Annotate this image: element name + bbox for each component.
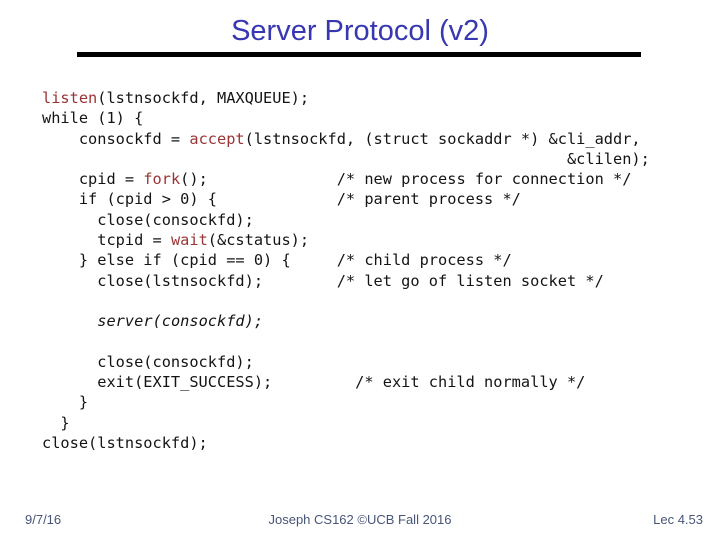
code-segment: } else if (cpid == 0) { /* child process… (42, 251, 512, 270)
code-segment: close(lstnsockfd); (42, 434, 208, 453)
code-line: cpid = fork(); /* new process for connec… (42, 169, 650, 189)
code-block: listen(lstnsockfd, MAXQUEUE);while (1) {… (42, 88, 650, 453)
code-line (42, 291, 650, 311)
footer-credit: Joseph CS162 ©UCB Fall 2016 (268, 512, 452, 527)
code-segment: while (1) { (42, 109, 144, 128)
code-line: close(consockfd); (42, 352, 650, 372)
footer-date: 9/7/16 (25, 512, 62, 527)
code-segment: } (42, 393, 89, 412)
code-line: listen(lstnsockfd, MAXQUEUE); (42, 88, 650, 108)
code-line: close(lstnsockfd); /* let go of listen s… (42, 271, 650, 291)
code-line: while (1) { (42, 108, 650, 128)
code-segment: tcpid = (42, 231, 171, 250)
title-underline (77, 52, 641, 57)
code-segment: &clilen); (42, 149, 650, 168)
code-segment: close(lstnsockfd); /* let go of listen s… (42, 271, 604, 290)
code-segment: (lstnsockfd, (struct sockaddr *) &cli_ad… (244, 129, 641, 148)
code-segment: consockfd = (42, 129, 190, 148)
code-line: consockfd = accept(lstnsockfd, (struct s… (42, 129, 650, 149)
code-line: &clilen); (42, 149, 650, 169)
code-segment: close(consockfd); (42, 352, 254, 371)
code-segment: exit(EXIT_SUCCESS); /* exit child normal… (42, 373, 586, 392)
code-segment: (); /* new process for connection */ (180, 170, 632, 189)
code-line: tcpid = wait(&cstatus); (42, 230, 650, 250)
syscall-keyword: accept (189, 129, 245, 148)
code-line (42, 332, 650, 352)
footer-page-number: Lec 4.53 (653, 512, 703, 527)
syscall-keyword: listen (42, 89, 98, 107)
code-line: if (cpid > 0) { /* parent process */ (42, 189, 650, 209)
slide-footer: Joseph CS162 ©UCB Fall 2016 9/7/16 Lec 4… (0, 512, 720, 532)
code-segment: (&cstatus); (207, 231, 310, 250)
code-line: exit(EXIT_SUCCESS); /* exit child normal… (42, 372, 650, 392)
code-line: } (42, 392, 650, 412)
code-line: close(lstnsockfd); (42, 433, 650, 453)
code-segment: server(consockfd); (97, 312, 264, 331)
code-line: close(consockfd); (42, 210, 650, 230)
code-segment: } (42, 413, 70, 432)
code-segment: cpid = (42, 170, 144, 189)
page-title: Server Protocol (v2) (231, 15, 489, 47)
syscall-keyword: fork (143, 170, 181, 189)
code-segment: close(consockfd); (42, 210, 254, 229)
code-line: server(consockfd); (42, 311, 650, 331)
code-line: } else if (cpid == 0) { /* child process… (42, 250, 650, 270)
code-segment: (lstnsockfd, MAXQUEUE); (97, 89, 310, 107)
syscall-keyword: wait (170, 231, 208, 250)
code-segment: if (cpid > 0) { /* parent process */ (42, 190, 521, 209)
code-line: } (42, 413, 650, 433)
code-segment (42, 312, 97, 330)
